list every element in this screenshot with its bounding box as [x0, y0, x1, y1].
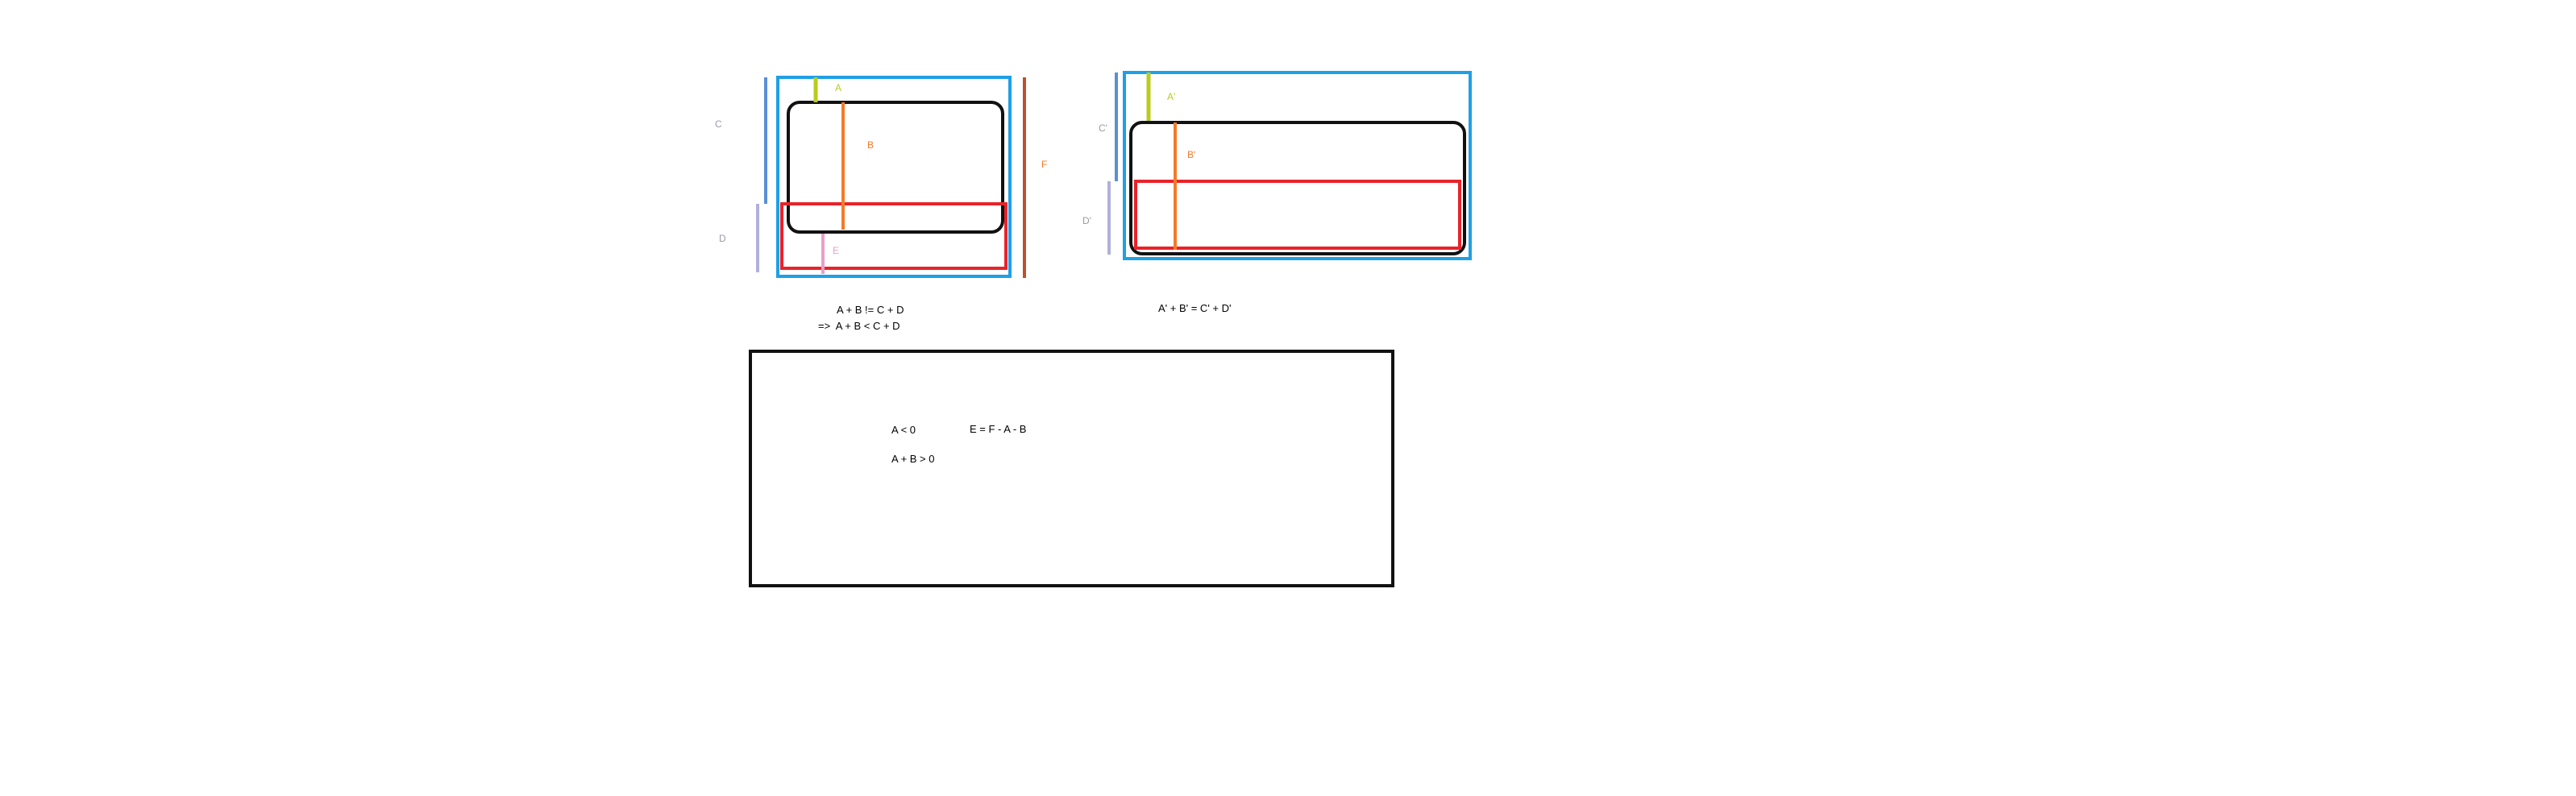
left-label-c: C	[715, 118, 722, 130]
left-diagram: A B C D E F	[715, 76, 1047, 278]
left-label-f: F	[1041, 159, 1047, 170]
left-equation-line1: A + B != C + D	[837, 304, 904, 316]
right-label-c: C'	[1099, 122, 1107, 134]
left-red-box	[780, 202, 1008, 270]
right-red-box	[1134, 180, 1461, 250]
right-label-d: D'	[1082, 215, 1091, 226]
notes-line-1: A < 0	[891, 424, 916, 436]
notes-line-2: E = F - A - B	[970, 423, 1026, 435]
right-label-b: B'	[1187, 149, 1195, 160]
right-black-rounded-box	[1129, 121, 1466, 255]
left-blue-box	[776, 76, 1012, 278]
notes-box-frame	[749, 350, 1394, 587]
notes-box: A < 0 E = F - A - B A + B > 0	[749, 350, 1394, 587]
left-label-d: D	[719, 233, 726, 244]
right-equation-line1: A' + B' = C' + D'	[1158, 302, 1232, 314]
left-label-b: B	[867, 139, 874, 151]
notes-line-3: A + B > 0	[891, 453, 935, 465]
right-label-a: A'	[1167, 91, 1175, 102]
right-diagram: A' B' C' D'	[1082, 71, 1472, 260]
left-label-a: A	[835, 82, 841, 93]
left-black-rounded-box	[787, 101, 1004, 234]
left-label-e: E	[833, 245, 839, 256]
right-blue-box	[1123, 71, 1472, 260]
left-equation-line2: => A + B < C + D	[818, 320, 900, 332]
